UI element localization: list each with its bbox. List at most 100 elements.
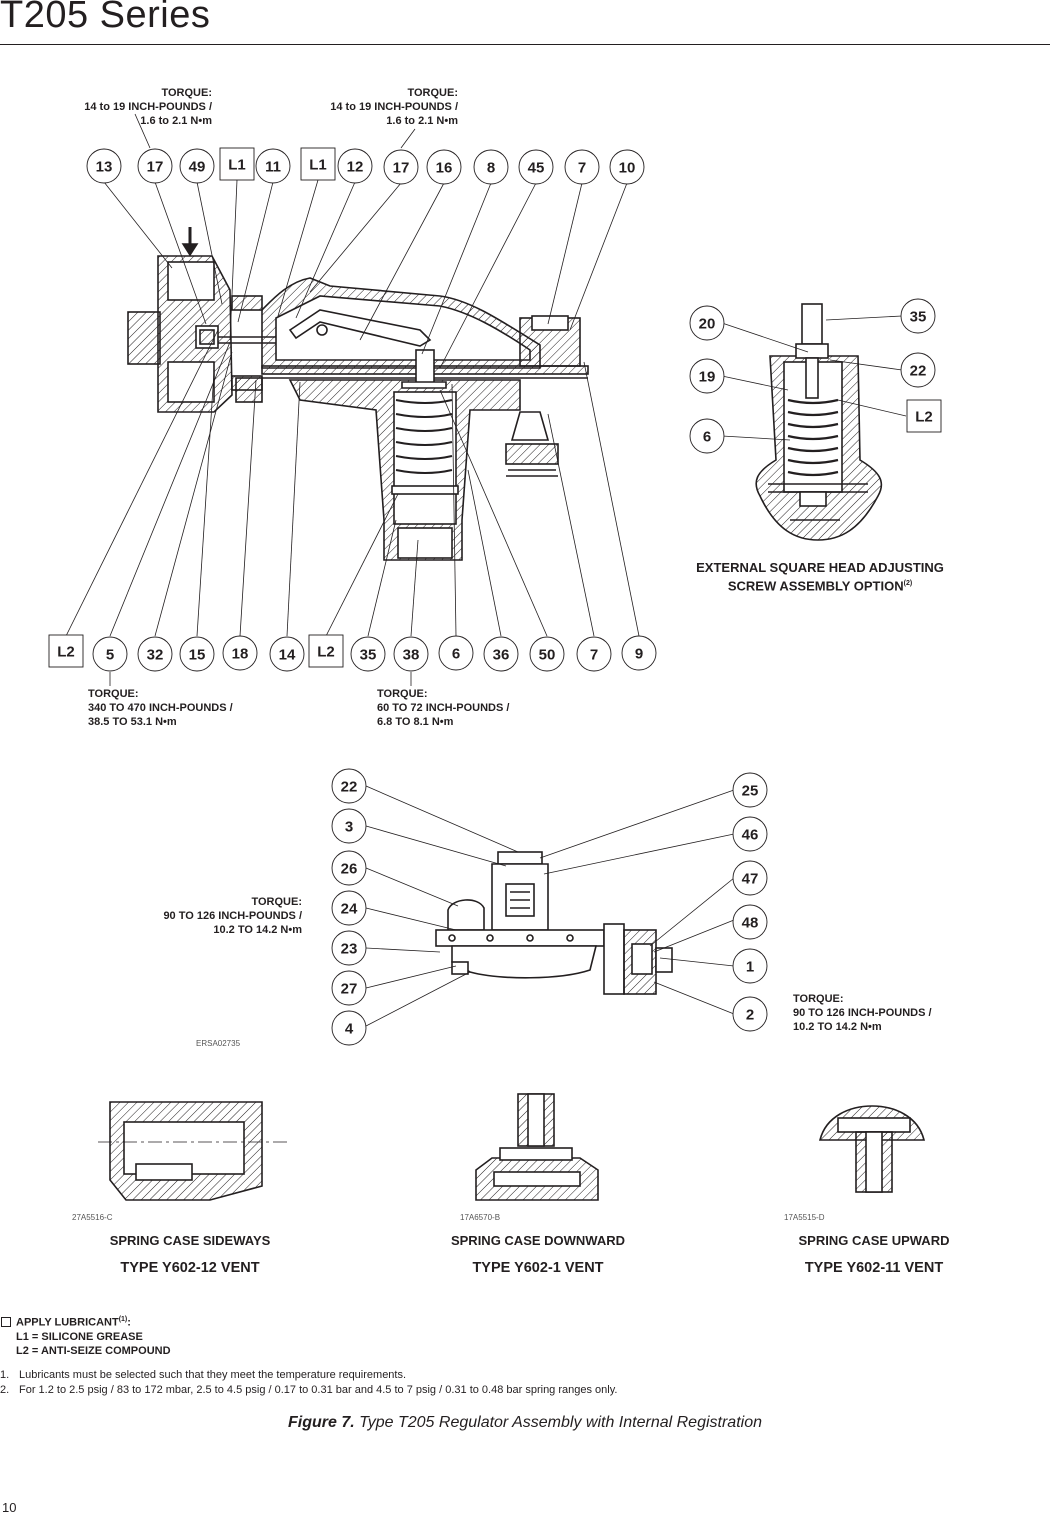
page-title: T205 Series: [0, 0, 211, 36]
figure-caption: Figure 7. Type T205 Regulator Assembly w…: [0, 1414, 1050, 1432]
footnote-2: 2.For 1.2 to 2.5 psig / 83 to 172 mbar, …: [0, 1383, 617, 1398]
part-callout-label: 11: [265, 159, 281, 176]
part-callout-label: 10: [619, 160, 636, 177]
part-callout-label: 27: [341, 981, 358, 998]
part-callout-circle: [337, 148, 373, 184]
part-callout-label: 17: [393, 160, 410, 177]
legend-heading-suffix: :: [127, 1316, 131, 1329]
lubricant-legend: APPLY LUBRICANT(1): L1 = SILICONE GREASE…: [0, 1313, 171, 1358]
external-caption-line1: EXTERNAL SQUARE HEAD ADJUSTING: [696, 560, 944, 575]
part-callout-circle: [689, 305, 725, 341]
part-callout-label: 45: [528, 160, 545, 177]
vent-downward-drawing-number: 17A6570-B: [460, 1213, 500, 1222]
footnote-number: 1.: [0, 1369, 10, 1381]
legend-box-icon: [1, 1316, 11, 1327]
part-callout-circle: [609, 149, 645, 185]
part-callout-label: 14: [279, 647, 296, 664]
part-callout-circle: [86, 148, 122, 184]
part-callout-circle: [350, 636, 386, 672]
part-callout-circle: [564, 149, 600, 185]
part-callout-circle: [331, 850, 367, 886]
part-callout-circle: [331, 808, 367, 844]
part-callout-circle: [331, 1010, 367, 1046]
footnote-ref: (2): [903, 580, 913, 587]
torque-top-left: TORQUE: 14 to 19 INCH-POUNDS / 1.6 to 2.…: [50, 86, 212, 128]
part-callout-circle: [137, 636, 173, 672]
part-callout-label: 6: [452, 646, 460, 663]
main-bottom-leaders: [65, 329, 640, 686]
vent-type: TYPE Y602-12 VENT: [120, 1260, 260, 1276]
vent-downward-caption: SPRING CASE DOWNWARD TYPE Y602-1 VENT: [388, 1233, 688, 1276]
part-callout-circle: [383, 149, 419, 185]
vent-assembly-leaders: [365, 785, 735, 1027]
legend-l2: L2 = ANTI-SEIZE COMPOUND: [16, 1344, 171, 1357]
torque-value-metric: 10.2 TO 14.2 N•m: [793, 1021, 882, 1033]
part-callout-circle: [331, 970, 367, 1006]
part-callout-circle: [518, 149, 554, 185]
footnote-text: Lubricants must be selected such that th…: [19, 1369, 407, 1381]
part-callout-circle: [331, 768, 367, 804]
part-callout-label: 15: [189, 647, 206, 664]
lubricant-callout-label: L2: [317, 644, 335, 661]
vent-sideways-detail: [98, 1101, 290, 1201]
main-top-leaders: [103, 113, 628, 369]
vent-assembly-view: [435, 851, 673, 995]
part-callout-circle: [621, 635, 657, 671]
part-callout-circle: [732, 860, 768, 896]
torque-value: 14 to 19 INCH-POUNDS /: [84, 101, 212, 113]
part-callout-circle: [732, 948, 768, 984]
part-callout-label: 9: [635, 646, 643, 663]
part-callout-label: 50: [539, 647, 556, 664]
part-callout-label: 1: [746, 959, 754, 976]
footnote-ref: (1): [118, 1316, 128, 1323]
vent-downward-detail: [475, 1093, 599, 1201]
torque-value: 340 TO 470 INCH-POUNDS /: [88, 702, 233, 714]
part-callout-circle: [732, 772, 768, 808]
vent-type: TYPE Y602-11 VENT: [804, 1260, 944, 1276]
vent-sideways-drawing-number: 27A5516-C: [72, 1213, 113, 1222]
part-callout-circle: [393, 636, 429, 672]
torque-label: TORQUE:: [377, 688, 428, 700]
torque-value-metric: 10.2 TO 14.2 N•m: [213, 924, 302, 936]
part-callout-circle: [92, 636, 128, 672]
part-callout-label: 5: [106, 647, 114, 664]
legend-heading: APPLY LUBRICANT: [16, 1316, 119, 1329]
vent-orientation: SPRING CASE UPWARD: [798, 1233, 950, 1248]
title-rule: [0, 44, 1050, 45]
lubricant-callout-label: L2: [915, 409, 933, 426]
lubricant-callout-label: L1: [228, 157, 246, 174]
part-callout-circle: [137, 148, 173, 184]
torque-value-metric: 1.6 to 2.1 N•m: [140, 115, 212, 127]
part-callout-label: 35: [910, 309, 927, 326]
part-callout-circle: [689, 418, 725, 454]
vent-drawing-number: ERSA02735: [196, 1039, 241, 1048]
vent-upward-caption: SPRING CASE UPWARD TYPE Y602-11 VENT: [724, 1233, 1024, 1276]
part-callout-label: 18: [232, 646, 249, 663]
part-callout-label: 23: [341, 941, 358, 958]
part-callout-circle: [732, 816, 768, 852]
part-callout-circle: [179, 636, 215, 672]
external-option-leaders: [721, 315, 907, 441]
part-callout-label: 12: [347, 159, 364, 176]
vent-type: TYPE Y602-1 VENT: [472, 1260, 604, 1276]
part-callout-label: 22: [910, 363, 927, 380]
torque-label: TORQUE:: [88, 688, 139, 700]
part-callout-circle: [900, 298, 936, 334]
lubricant-callout-box: [300, 147, 336, 181]
external-caption-line2: SCREW ASSEMBLY OPTION: [727, 578, 904, 594]
part-callout-circle: [331, 930, 367, 966]
torque-vent-left: TORQUE: 90 TO 126 INCH-POUNDS / 10.2 TO …: [120, 895, 302, 937]
vent-orientation: SPRING CASE SIDEWAYS: [109, 1233, 271, 1248]
figure-label: Figure 7.: [288, 1414, 355, 1431]
torque-value-metric: 1.6 to 2.1 N•m: [386, 115, 458, 127]
part-callout-label: 38: [403, 647, 420, 664]
torque-value-metric: 38.5 TO 53.1 N•m: [88, 716, 177, 728]
torque-value: 90 TO 126 INCH-POUNDS /: [163, 910, 302, 922]
torque-bottom-right: TORQUE: 60 TO 72 INCH-POUNDS / 6.8 TO 8.…: [377, 687, 509, 729]
torque-value: 90 TO 126 INCH-POUNDS /: [793, 1007, 932, 1019]
part-callout-label: 4: [345, 1021, 354, 1038]
torque-label: TORQUE:: [161, 87, 212, 99]
